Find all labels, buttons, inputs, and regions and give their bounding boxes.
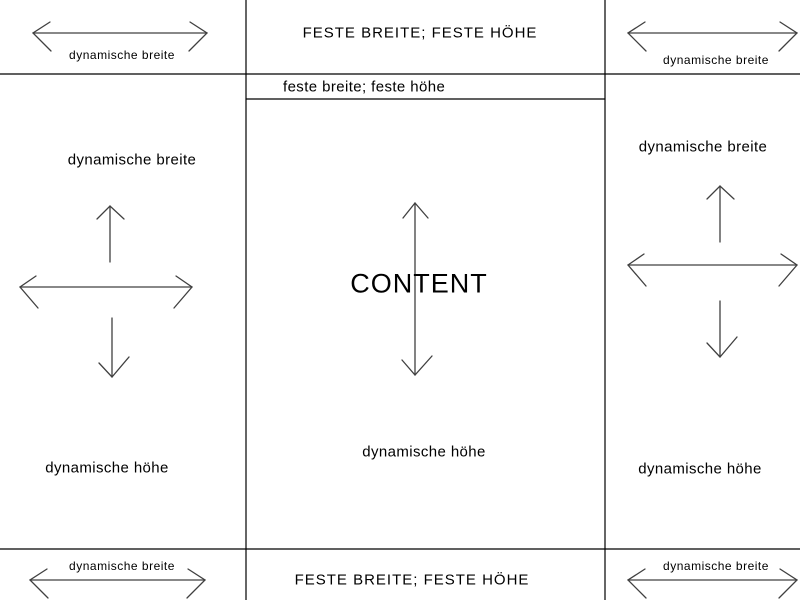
right-column-width-label: dynamische breite (638, 138, 768, 156)
top-right-width-arrow-icon (626, 21, 799, 52)
right-height-down-arrow-icon (706, 300, 738, 358)
left-width-arrow-icon (19, 275, 193, 309)
top-left-width-label: dynamische breite (69, 48, 175, 62)
top-center-title: FESTE BREITE; FESTE HÖHE (302, 24, 538, 42)
top-left-width-arrow-icon (31, 21, 209, 52)
content-label: CONTENT (350, 268, 488, 299)
left-height-up-arrow-icon (96, 205, 125, 263)
right-width-arrow-icon (627, 253, 798, 287)
top-right-width-label: dynamische breite (663, 53, 769, 67)
bottom-left-width-arrow-icon (28, 568, 207, 599)
bottom-right-width-arrow-icon (626, 568, 799, 599)
right-column-height-label: dynamische höhe (638, 460, 762, 478)
bottom-center-title: FESTE BREITE; FESTE HÖHE (294, 571, 530, 589)
bottom-left-width-label: dynamische breite (69, 559, 175, 573)
bottom-right-width-label: dynamische breite (663, 559, 769, 573)
right-height-up-arrow-icon (706, 185, 735, 243)
center-column-height-label: dynamische höhe (362, 443, 486, 461)
center-height-arrow-icon (401, 201, 433, 376)
left-column-width-label: dynamische breite (67, 151, 197, 169)
left-column-height-label: dynamische höhe (45, 459, 169, 477)
left-height-down-arrow-icon (98, 317, 130, 378)
subheader-band-label: feste breite; feste höhe (283, 78, 446, 96)
